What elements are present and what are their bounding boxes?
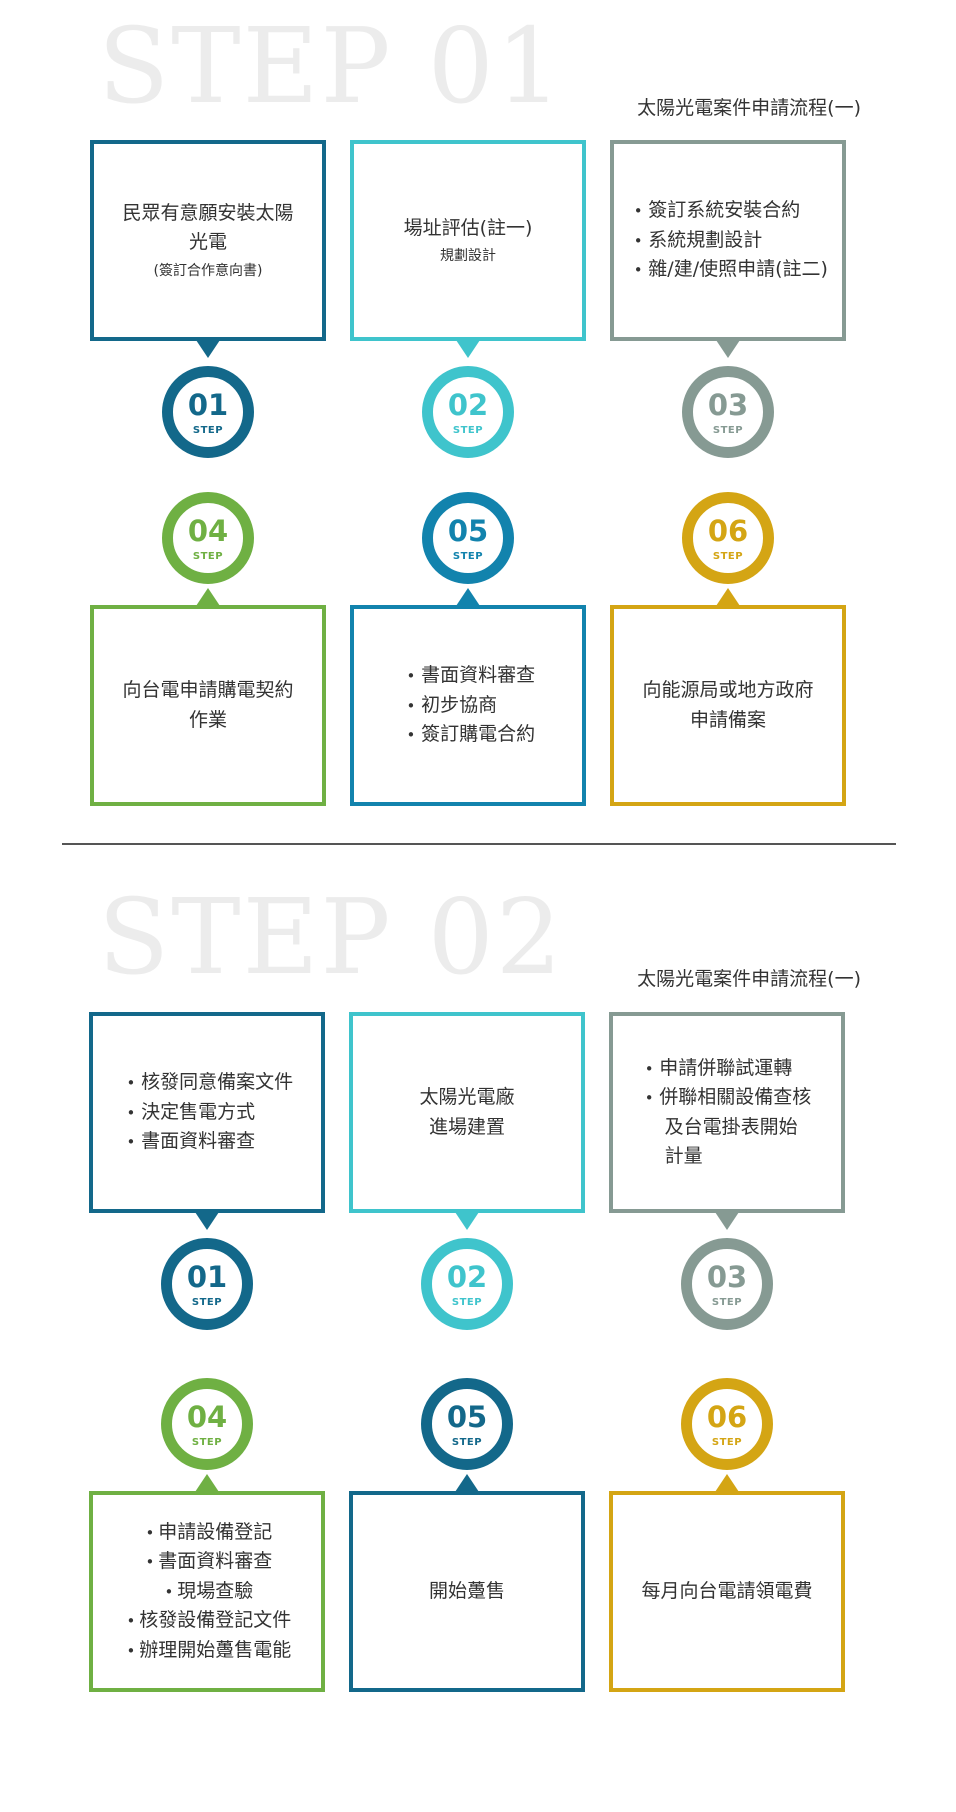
step-number: 01 <box>186 1259 228 1294</box>
step-number: 03 <box>707 387 749 422</box>
list-item: 申請設備登記 <box>123 1518 292 1547</box>
list-item: 決定售電方式 <box>121 1098 293 1127</box>
section2-step04-box: 申請設備登記 書面資料審查 現場查驗 核發設備登記文件 辦理開始躉售電能 <box>89 1491 325 1692</box>
section1-step03-pointer <box>716 340 740 358</box>
step-bullet-list: 申請設備登記 書面資料審查 現場查驗 核發設備登記文件 辦理開始躉售電能 <box>123 1518 292 1665</box>
list-item: 書面資料審查 <box>121 1127 293 1156</box>
step-label: STEP <box>191 1436 223 1448</box>
step-main-line: 每月向台電請領電費 <box>641 1579 813 1602</box>
section2-step03-box: 申請併聯試運轉 併聯相關設備查核及台電掛表開始計量 <box>609 1012 845 1213</box>
section2-flow-title: 太陽光電案件申請流程(一) <box>637 968 861 990</box>
step-main-line: 場址評估(註一) <box>403 216 533 239</box>
step-number: 04 <box>187 513 229 548</box>
section1-step05-badge: 05 STEP <box>422 492 514 584</box>
list-item: 簽訂購電合約 <box>401 720 535 749</box>
section1-step05-box: 書面資料審查 初步協商 簽訂購電合約 <box>350 605 586 806</box>
section2-step02-badge: 02 STEP <box>421 1238 513 1330</box>
list-item: 初步協商 <box>401 691 535 720</box>
section2-step04-pointer <box>195 1474 219 1492</box>
list-item: 雜/建/使照申請(註二) <box>628 255 828 284</box>
step-label: STEP <box>192 424 224 436</box>
step-label: STEP <box>452 550 484 562</box>
step-main-line: 開始躉售 <box>428 1579 505 1602</box>
section2-step03-badge: 03 STEP <box>681 1238 773 1330</box>
section2-step01-badge: 01 STEP <box>161 1238 253 1330</box>
step-main-line: 進場建置 <box>428 1115 505 1138</box>
section2-step06-badge: 06 STEP <box>681 1378 773 1470</box>
list-item: 簽訂系統安裝合約 <box>628 196 828 225</box>
section1-step06-pointer <box>716 588 740 606</box>
list-item: 核發設備登記文件 <box>123 1606 291 1635</box>
section1-step02-box: 場址評估(註一) 規劃設計 <box>350 140 586 341</box>
step-number: 06 <box>707 513 749 548</box>
section1-watermark: STEP 01 <box>98 5 564 127</box>
list-item: 申請併聯試運轉 <box>639 1054 815 1083</box>
section2-step05-pointer <box>455 1474 479 1492</box>
step-number: 02 <box>447 387 489 422</box>
section2-step02-box: 太陽光電廠 進場建置 <box>349 1012 585 1213</box>
step-main-line: 民眾有意願安裝太陽 <box>122 201 294 224</box>
list-item: 併聯相關設備查核及台電掛表開始計量 <box>639 1083 815 1171</box>
step-main-line: 太陽光電廠 <box>419 1086 515 1109</box>
section2-step03-pointer <box>715 1212 739 1230</box>
step-label: STEP <box>451 1436 483 1448</box>
step-sub-text: 規劃設計 <box>439 248 496 265</box>
section-divider <box>62 843 896 845</box>
step-number: 04 <box>186 1399 228 1434</box>
step-bullet-list: 書面資料審查 初步協商 簽訂購電合約 <box>401 661 535 749</box>
list-item: 核發同意備案文件 <box>121 1068 293 1097</box>
section2-step04-badge: 04 STEP <box>161 1378 253 1470</box>
section1-flow-title: 太陽光電案件申請流程(一) <box>637 97 861 119</box>
step-bullet-list: 簽訂系統安裝合約 系統規劃設計 雜/建/使照申請(註二) <box>628 196 828 284</box>
section1-step04-badge: 04 STEP <box>162 492 254 584</box>
step-main-line: 向能源局或地方政府 <box>642 679 814 702</box>
section2-watermark: STEP 02 <box>98 876 564 998</box>
step-main-line: 光電 <box>188 231 227 254</box>
section1-step04-pointer <box>196 588 220 606</box>
section1-step02-badge: 02 STEP <box>422 366 514 458</box>
step-label: STEP <box>711 1296 743 1308</box>
step-main-line: 向台電申請購電契約 <box>122 679 294 702</box>
section2-step01-box: 核發同意備案文件 決定售電方式 書面資料審查 <box>89 1012 325 1213</box>
step-main-line: 作業 <box>188 708 227 731</box>
section1-step01-pointer <box>196 340 220 358</box>
list-item: 系統規劃設計 <box>628 226 828 255</box>
section1-step05-pointer <box>456 588 480 606</box>
section1-step03-box: 簽訂系統安裝合約 系統規劃設計 雜/建/使照申請(註二) <box>610 140 846 341</box>
step-label: STEP <box>191 1296 223 1308</box>
step-number: 05 <box>446 1399 488 1434</box>
section1-step04-box: 向台電申請購電契約 作業 <box>90 605 326 806</box>
section2-step02-pointer <box>455 1212 479 1230</box>
step-label: STEP <box>712 550 744 562</box>
section1-step01-box: 民眾有意願安裝太陽 光電 (簽訂合作意向書) <box>90 140 326 341</box>
list-item: 現場查驗 <box>123 1577 292 1606</box>
step-number: 05 <box>447 513 489 548</box>
section1-step06-badge: 06 STEP <box>682 492 774 584</box>
section2-step01-pointer <box>195 1212 219 1230</box>
section2-step06-pointer <box>715 1474 739 1492</box>
step-number: 01 <box>187 387 229 422</box>
step-label: STEP <box>711 1436 743 1448</box>
section1-step06-box: 向能源局或地方政府 申請備案 <box>610 605 846 806</box>
step-sub-text: (簽訂合作意向書) <box>153 262 263 279</box>
section1-step03-badge: 03 STEP <box>682 366 774 458</box>
step-number: 06 <box>706 1399 748 1434</box>
step-number: 02 <box>446 1259 488 1294</box>
section2-step05-badge: 05 STEP <box>421 1378 513 1470</box>
section2-step05-box: 開始躉售 <box>349 1491 585 1692</box>
step-label: STEP <box>452 424 484 436</box>
step-label: STEP <box>451 1296 483 1308</box>
list-item: 書面資料審查 <box>401 661 535 690</box>
list-item: 書面資料審查 <box>123 1547 292 1576</box>
list-item: 辦理開始躉售電能 <box>123 1636 291 1665</box>
step-bullet-list: 申請併聯試運轉 併聯相關設備查核及台電掛表開始計量 <box>639 1054 815 1172</box>
section1-step02-pointer <box>456 340 480 358</box>
section1-step01-badge: 01 STEP <box>162 366 254 458</box>
step-bullet-list: 核發同意備案文件 決定售電方式 書面資料審查 <box>121 1068 293 1156</box>
step-main-line: 申請備案 <box>689 708 766 731</box>
step-label: STEP <box>192 550 224 562</box>
section2-step06-box: 每月向台電請領電費 <box>609 1491 845 1692</box>
step-label: STEP <box>712 424 744 436</box>
step-number: 03 <box>706 1259 748 1294</box>
